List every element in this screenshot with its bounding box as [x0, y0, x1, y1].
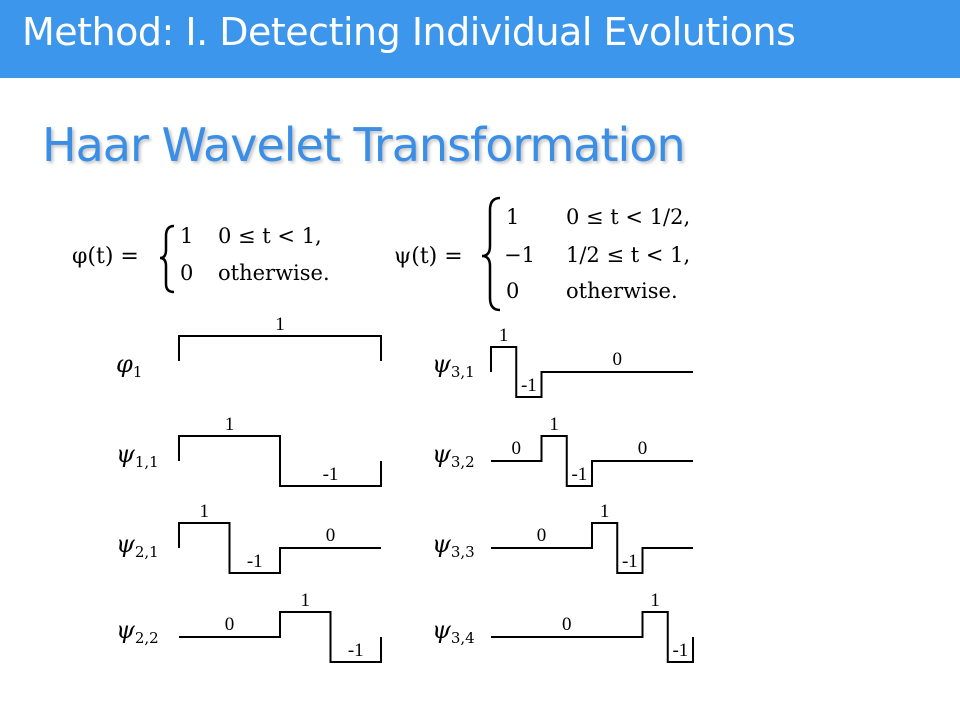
phi-case-2-condition: otherwise.: [218, 261, 330, 285]
waveform-3-label: 0: [225, 614, 235, 635]
psi-lhs: ψ(t) =: [394, 244, 463, 269]
waveform-1-line: [178, 435, 382, 487]
waveform-5-label: 0: [512, 438, 522, 459]
waveform-6-line: [491, 522, 693, 574]
waveform-5-line: [491, 435, 693, 487]
psi-case-1-condition: 0 ≤ t < 1/2,: [566, 205, 690, 229]
psi-case-3-value: 0: [506, 279, 519, 303]
waveform-3-label: -1: [348, 640, 364, 661]
waveform-6-label: 0: [537, 525, 547, 546]
waveform-3-label: 1: [301, 590, 311, 611]
waveform-0-symbol: φ1: [116, 350, 142, 381]
waveform-5-label: 1: [549, 414, 559, 435]
waveform-2-label: 1: [200, 501, 210, 522]
slide-subtitle: Haar Wavelet Transformation: [42, 118, 686, 172]
waveform-7-label: -1: [672, 640, 688, 661]
phi-case-2-value: 0: [180, 261, 193, 285]
waveform-1-symbol: ψ1,1: [116, 440, 159, 471]
phi-brace: [159, 224, 175, 294]
waveform-5-symbol: ψ3,2: [432, 440, 475, 471]
waveform-4-label: 0: [613, 349, 623, 370]
waveform-7-line: [491, 611, 694, 663]
waveform-5-label: 0: [638, 438, 648, 459]
waveform-6-label: -1: [622, 551, 638, 572]
psi-case-1-value: 1: [506, 205, 519, 229]
waveform-1-label: 1: [225, 414, 235, 435]
phi-case-1-condition: 0 ≤ t < 1,: [218, 224, 322, 248]
waveform-4-label: 1: [499, 325, 509, 346]
waveform-2-line: [178, 522, 381, 574]
waveform-3-line: [179, 611, 382, 663]
waveform-4-label: -1: [521, 375, 537, 396]
waveform-7-label: 0: [562, 614, 572, 635]
waveform-7-symbol: ψ3,4: [432, 616, 475, 647]
waveform-2-symbol: ψ2,1: [116, 530, 159, 561]
waveform-2-label: 0: [326, 525, 336, 546]
phi-lhs: φ(t) =: [72, 244, 139, 269]
psi-case-2-value: −1: [504, 243, 535, 267]
waveform-0-line: [178, 335, 382, 361]
waveform-4-line: [490, 346, 693, 398]
header-bar: Method: I. Detecting Individual Evolutio…: [0, 0, 960, 78]
waveform-6-label: 1: [600, 501, 610, 522]
psi-brace: [481, 196, 501, 312]
waveform-7-label: 1: [650, 590, 660, 611]
waveform-diagrams: 1 φ1 1 -1 ψ1,1 1 -1 0 ψ2,1 0 1 -1 ψ2,2 1 -1 0 ψ3,1 0 1 -1 0 ψ…: [116, 314, 694, 663]
waveform-6-symbol: ψ3,3: [432, 530, 475, 561]
waveform-2-label: -1: [247, 551, 263, 572]
waveform-1-label: -1: [323, 464, 339, 485]
phi-case-1-value: 1: [180, 224, 193, 248]
psi-case-2-condition: 1/2 ≤ t < 1,: [566, 243, 690, 267]
waveform-3-symbol: ψ2,2: [116, 616, 159, 647]
slide-title: Method: I. Detecting Individual Evolutio…: [22, 10, 796, 54]
waveform-4-symbol: ψ3,1: [432, 350, 475, 381]
waveform-0-label: 1: [275, 314, 285, 335]
waveform-5-label: -1: [571, 464, 587, 485]
psi-case-3-condition: otherwise.: [566, 279, 678, 303]
